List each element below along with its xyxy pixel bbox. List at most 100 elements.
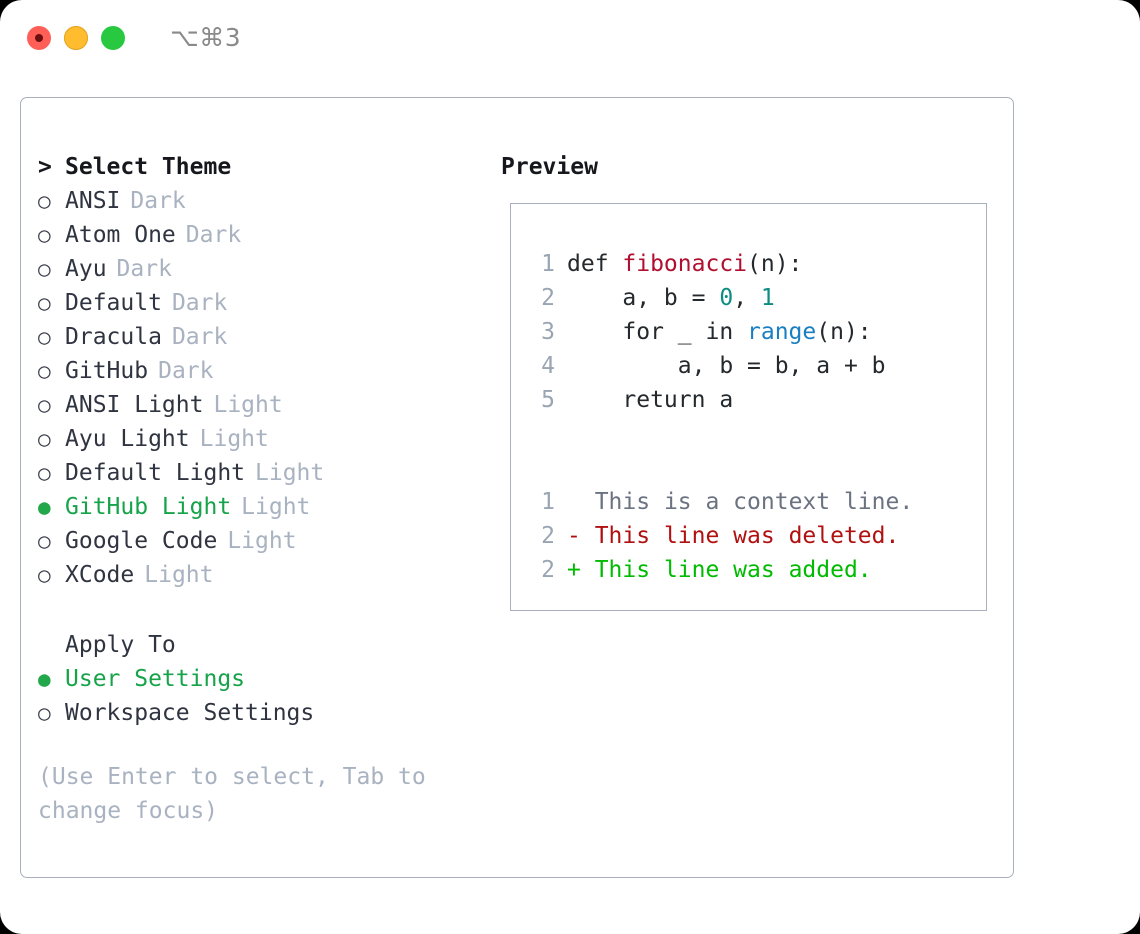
- theme-option-atom-one[interactable]: ○ Atom One Dark: [38, 218, 498, 252]
- radio-selected-icon[interactable]: ●: [38, 667, 51, 691]
- code-line: 2 a, b = 0, 1: [525, 281, 980, 315]
- line-number: 2: [541, 557, 555, 583]
- radio-unselected-icon[interactable]: ○: [38, 393, 51, 417]
- diff-sign: +: [567, 557, 581, 583]
- theme-name: Atom One: [65, 222, 176, 248]
- radio-selected-icon[interactable]: ●: [38, 495, 51, 519]
- diff-text: This is a context line.: [580, 489, 914, 515]
- list-spacer: [38, 592, 498, 628]
- line-number: 4: [541, 353, 555, 379]
- theme-option-ayu-light[interactable]: ○ Ayu Light Light: [38, 422, 498, 456]
- radio-unselected-icon[interactable]: ○: [38, 291, 51, 315]
- theme-selection-column: > Select Theme ○ ANSI Dark ○ Atom One Da…: [38, 150, 498, 730]
- line-content: a, b = 0, 1: [567, 281, 774, 315]
- radio-unselected-icon[interactable]: ○: [38, 189, 51, 213]
- theme-variant-tag: Dark: [158, 358, 214, 384]
- keyboard-shortcut-label: ⌥⌘3: [170, 23, 242, 52]
- radio-unselected-icon[interactable]: ○: [38, 701, 51, 725]
- code-token: def: [567, 251, 623, 277]
- theme-variant-tag: Light: [241, 494, 311, 520]
- theme-option-default-light[interactable]: ○ Default Light Light: [38, 456, 498, 490]
- radio-unselected-icon[interactable]: ○: [38, 223, 51, 247]
- radio-unselected-icon[interactable]: ○: [38, 325, 51, 349]
- theme-name: Google Code: [65, 528, 218, 554]
- theme-option-default[interactable]: ○ Default Dark: [38, 286, 498, 320]
- code-token: (n):: [747, 251, 803, 277]
- theme-variant-tag: Light: [227, 528, 297, 554]
- line-number: 2: [541, 523, 555, 549]
- theme-variant-tag: Light: [213, 392, 283, 418]
- close-window-icon[interactable]: [27, 26, 51, 50]
- line-content: def fibonacci(n):: [567, 247, 802, 281]
- apply-to-label: Workspace Settings: [65, 700, 315, 726]
- apply-to-header: Apply To: [65, 632, 176, 658]
- theme-option-github-light[interactable]: ● GitHub Light Light: [38, 490, 498, 524]
- code-blank-line: [525, 417, 980, 451]
- maximize-window-icon[interactable]: [101, 26, 125, 50]
- line-content: a, b = b, a + b: [567, 353, 886, 379]
- apply-to-option-user-settings[interactable]: ● User Settings: [38, 662, 498, 696]
- theme-name: GitHub: [65, 358, 149, 384]
- theme-name: ANSI Light: [65, 392, 204, 418]
- code-token-function: fibonacci: [622, 251, 748, 277]
- line-number: 2: [541, 285, 555, 311]
- select-theme-header: > Select Theme: [38, 150, 498, 184]
- theme-option-github[interactable]: ○ GitHub Dark: [38, 354, 498, 388]
- theme-option-dracula[interactable]: ○ Dracula Dark: [38, 320, 498, 354]
- radio-unselected-icon[interactable]: ○: [38, 529, 51, 553]
- radio-unselected-icon[interactable]: ○: [38, 359, 51, 383]
- traffic-lights: [27, 26, 125, 50]
- line-content: return a: [567, 387, 734, 413]
- theme-option-ansi-light[interactable]: ○ ANSI Light Light: [38, 388, 498, 422]
- theme-name: Dracula: [65, 324, 162, 350]
- theme-variant-tag: Dark: [185, 222, 242, 248]
- code-blank-line: [525, 451, 980, 485]
- line-number: 1: [541, 251, 555, 277]
- theme-variant-tag: Dark: [116, 256, 172, 282]
- radio-unselected-icon[interactable]: ○: [38, 461, 51, 485]
- radio-unselected-icon[interactable]: ○: [38, 563, 51, 587]
- code-token: for _ in: [567, 319, 748, 345]
- apply-to-option-workspace-settings[interactable]: ○ Workspace Settings: [38, 696, 498, 730]
- diff-text: This line was added.: [580, 557, 872, 583]
- theme-name: Ayu: [65, 256, 107, 282]
- radio-unselected-icon[interactable]: ○: [38, 257, 51, 281]
- theme-variant-tag: Dark: [171, 290, 228, 316]
- diff-sign: -: [567, 523, 581, 549]
- preview-title: Preview: [501, 154, 598, 180]
- code-token: ,: [733, 285, 761, 311]
- select-theme-title: Select Theme: [65, 154, 232, 180]
- theme-option-google-code[interactable]: ○ Google Code Light: [38, 524, 498, 558]
- radio-unselected-icon[interactable]: ○: [38, 427, 51, 451]
- line-number: 5: [541, 387, 555, 413]
- code-token: (n):: [816, 319, 872, 345]
- minimize-window-icon[interactable]: [64, 26, 88, 50]
- preview-column: Preview 1 def fibonacci(n): 2 a, b = 0, …: [501, 150, 1001, 611]
- code-token-number: 0: [719, 285, 734, 311]
- diff-sign: [567, 485, 581, 519]
- theme-name: Ayu Light: [65, 426, 190, 452]
- theme-name: ANSI: [65, 188, 121, 214]
- line-number: 1: [541, 489, 555, 515]
- theme-variant-tag: Light: [255, 460, 325, 486]
- code-sample: 1 def fibonacci(n): 2 a, b = 0, 1 3 for …: [525, 247, 980, 587]
- keyboard-hint-text: (Use Enter to select, Tab to change focu…: [38, 764, 426, 824]
- theme-variant-tag: Light: [199, 426, 269, 452]
- code-line: 1 def fibonacci(n):: [525, 247, 980, 281]
- theme-option-xcode[interactable]: ○ XCode Light: [38, 558, 498, 592]
- theme-option-ayu[interactable]: ○ Ayu Dark: [38, 252, 498, 286]
- line-number: 3: [541, 319, 555, 345]
- code-token: a, b =: [567, 285, 720, 311]
- theme-name: Default Light: [65, 460, 246, 486]
- apply-to-label: User Settings: [65, 666, 246, 692]
- diff-line-context: 1 This is a context line.: [525, 485, 980, 519]
- theme-name: Default: [65, 290, 162, 316]
- theme-name: GitHub Light: [65, 494, 232, 520]
- focus-caret-icon: >: [38, 154, 52, 180]
- theme-variant-tag: Dark: [130, 188, 186, 214]
- theme-variant-tag: Dark: [171, 324, 228, 350]
- theme-option-ansi[interactable]: ○ ANSI Dark: [38, 184, 498, 218]
- line-content: for _ in range(n):: [567, 315, 872, 349]
- title-bar: ⌥⌘3: [0, 0, 1140, 76]
